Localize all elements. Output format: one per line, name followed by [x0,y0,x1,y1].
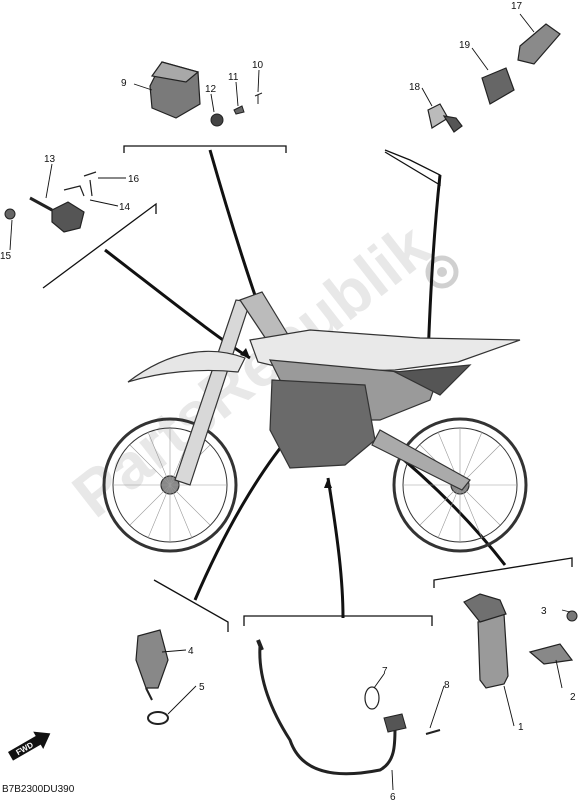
swingarm [371,429,471,491]
bracket-top-center [123,145,287,153]
leader-sensors [104,248,251,360]
callout-10: 10 [252,60,264,71]
bracket-left [42,202,157,289]
callout-3: 3 [541,606,547,617]
throttle-switch [528,643,574,665]
callout-8: 8 [444,680,450,691]
bracket-top-right [384,149,441,187]
leader-coil [193,429,297,601]
motorcycle [102,291,528,553]
callout-17: 17 [511,1,523,12]
crank-sensor [29,171,97,233]
forward-arrow-icon: FWD [8,731,51,761]
callout-16: 16 [128,174,140,185]
ecu-unit [149,61,201,119]
bracket-bottom-center [243,615,433,626]
leader-harness [326,477,345,619]
bolt-15 [4,208,16,220]
callout-9: 9 [121,78,127,89]
callout-1: 1 [518,722,524,733]
callout-2: 2 [570,692,576,703]
regulator-17 [517,23,561,65]
seal-ring [147,711,169,725]
callout-7: 7 [382,666,388,677]
callout-11: 11 [228,72,239,83]
callout-13: 13 [44,154,56,165]
watermark-gear-icon [425,255,459,289]
engine [269,379,376,469]
group-brackets [42,145,573,632]
callout-5: 5 [199,682,205,693]
ignition-coil [135,629,169,701]
wire-harness [256,639,441,776]
front-fender [127,350,246,383]
ecu-fasteners [210,92,263,127]
callout-leaders [9,13,571,791]
bracket-bottom-left [153,579,229,632]
relay-19 [481,67,515,105]
bracket-bottom-right [433,557,573,588]
side-cover [392,364,472,396]
callout-6: 6 [390,792,396,800]
throttle-grip [463,593,509,689]
connector-18 [427,103,463,133]
callout-14: 14 [119,202,131,213]
callout-12: 12 [205,84,217,95]
callout-18-19-top: 19 [459,40,471,51]
callout-15: 15 [0,251,12,262]
diagram-code: B7B2300DU390 [2,784,75,795]
screw-3 [566,610,578,622]
callout-18: 18 [409,82,421,93]
callout-4: 4 [188,646,194,657]
